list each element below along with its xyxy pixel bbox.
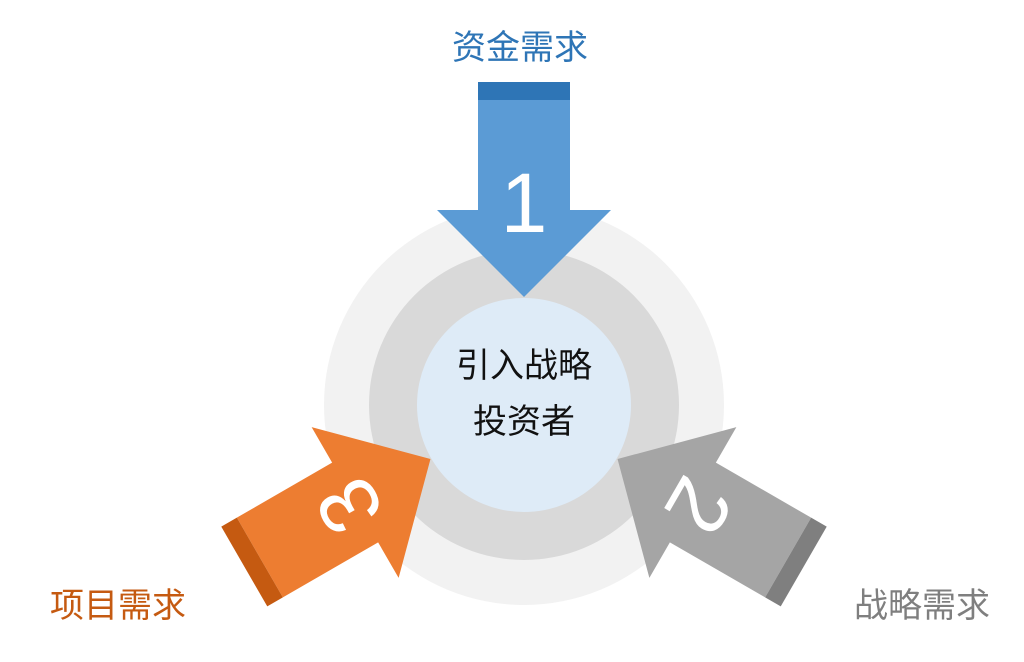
- label-strategic-demand: 战略需求: [854, 586, 990, 626]
- arrow-funding: 1: [437, 82, 611, 297]
- arrow-cap: [765, 517, 827, 607]
- center-line-2: 投资者: [473, 402, 575, 442]
- center-line-1: 引入战略: [456, 346, 592, 386]
- center-circle: [417, 298, 631, 512]
- arrow-body: [437, 100, 611, 297]
- center-text: 引入战略 投资者: [456, 338, 592, 450]
- arrow-body: [236, 427, 431, 598]
- arrow-strategic: 2: [617, 427, 827, 607]
- label-funding-demand: 资金需求: [452, 28, 588, 68]
- arrow-project: 3: [221, 427, 431, 607]
- arrow-number: 1: [501, 156, 548, 250]
- arrow-cap: [478, 82, 570, 100]
- arrow-body: [617, 427, 812, 598]
- label-project-demand: 项目需求: [50, 586, 186, 626]
- arrow-cap: [221, 517, 283, 607]
